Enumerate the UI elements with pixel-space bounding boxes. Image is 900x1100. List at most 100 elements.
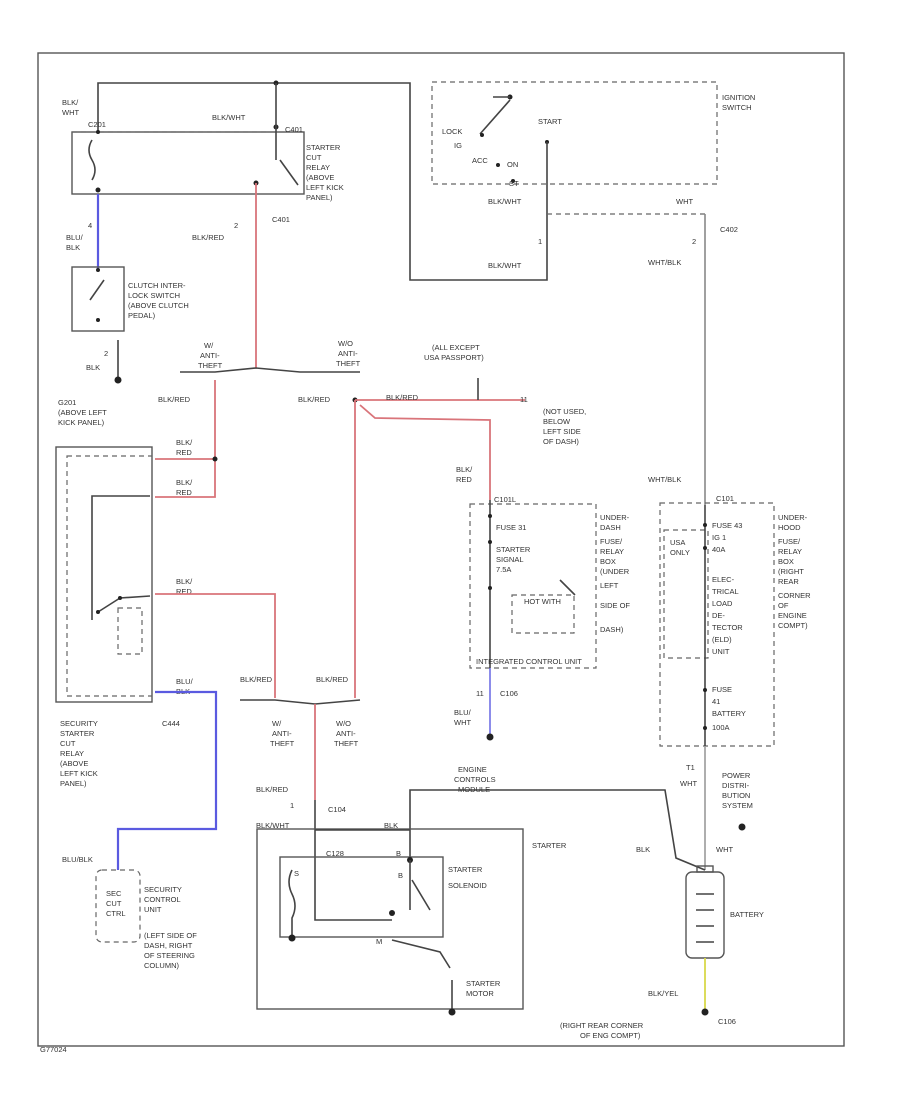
fuse43-3: 40A	[712, 545, 725, 554]
fusebox-6: (UNDER	[600, 567, 630, 576]
elcd-4: DE-	[712, 611, 725, 620]
uhood-7: REAR	[778, 577, 799, 586]
ignition-switch-box	[431, 81, 718, 185]
wire-label-blk-wht-relay: BLK/WHT	[212, 113, 246, 122]
c406-label: C106	[500, 689, 518, 698]
security-control-unit: SEC CUT CTRL SECURITY CONTROL UNIT (LEFT…	[95, 869, 197, 970]
under-hood-box	[659, 502, 775, 747]
sec-unit-5: DASH, RIGHT	[144, 941, 193, 950]
power-dist-3: BUTION	[722, 791, 750, 800]
ignition-switch-label-1: IGNITION	[722, 93, 755, 102]
clutch-label-4: PEDAL)	[128, 311, 156, 320]
starter-assembly: STARTER STARTER SOLENOID STARTER MOTOR C…	[256, 821, 567, 1016]
blk-wht-relay-left-1: BLK/	[62, 98, 79, 107]
blu-wht-b: WHT	[454, 718, 471, 727]
wire-label-blk-wht-ign-2: BLK/WHT	[488, 261, 522, 270]
starter-outer-box	[256, 828, 524, 1010]
blk-red-wo: BLK/RED	[298, 395, 331, 404]
wo-anti-theft-top-3: THEFT	[336, 359, 361, 368]
security-unit-box	[95, 869, 141, 943]
fusebox-9: DASH)	[600, 625, 624, 634]
security-relay-outer	[55, 446, 153, 703]
wire-junction-bus	[180, 367, 360, 373]
sec-relay-label-2: STARTER	[60, 729, 95, 738]
uhood-6: (RIGHT	[778, 567, 804, 576]
wire-blu-blk-security	[116, 690, 218, 870]
wire-red-w-anti-theft	[155, 380, 216, 498]
wht-blk-right-1: WHT/BLK	[648, 258, 681, 267]
engine-controls-2: CONTROLS	[454, 775, 496, 784]
w-anti-theft-low-2: ANTI-	[272, 729, 292, 738]
clutch-label-1: CLUTCH INTER-	[128, 281, 186, 290]
pin-11-not-used: 11	[520, 395, 528, 404]
c105-label: C106	[718, 1017, 736, 1026]
sec-unit-6: OF STEERING	[144, 951, 195, 960]
battery: BATTERY	[685, 865, 764, 959]
under-dash-box	[469, 503, 597, 669]
sec-unit-4: (LEFT SIDE OF	[144, 931, 197, 940]
wire-label-wht-c402: WHT	[676, 197, 693, 206]
relay-label-2: CUT	[306, 153, 322, 162]
relay-label-6: PANEL)	[306, 193, 333, 202]
wire-lower-bus	[240, 699, 361, 705]
wo-anti-theft-top-2: ANTI-	[338, 349, 358, 358]
blk-red-not-used: BLK/RED	[386, 393, 419, 402]
fuse31-1: FUSE 31	[496, 523, 526, 532]
g201-label-3: KICK PANEL)	[58, 418, 105, 427]
relay-label-3: RELAY	[306, 163, 330, 172]
blk-battery: BLK	[636, 845, 650, 854]
wire-red-fuse31	[359, 404, 491, 500]
blk-red-sec-2b: RED	[176, 488, 192, 497]
ignition-switch-label-2: SWITCH	[722, 103, 752, 112]
fuse31-4: 7.5A	[496, 565, 511, 574]
power-dist-2: DISTRI-	[722, 781, 750, 790]
connector-c401-top: C401	[285, 125, 303, 134]
integrated-unit: INTEGRATED CONTROL UNIT	[476, 657, 582, 666]
fusebox-8: SIDE OF	[600, 601, 630, 610]
all-except-2: USA PASSPORT)	[424, 353, 484, 362]
elcd-1: ELEC-	[712, 575, 735, 584]
relay-label-1: STARTER	[306, 143, 341, 152]
battery-label: BATTERY	[730, 910, 764, 919]
acc-label: ACC	[472, 156, 488, 165]
uhood-9: OF	[778, 601, 789, 610]
blk-red-fuse-1: BLK/	[456, 465, 473, 474]
ground-battery	[701, 1008, 709, 1016]
fuse41-4: 100A	[712, 723, 730, 732]
blk-red-lower-wo: BLK/RED	[316, 675, 349, 684]
sec-cut-ctrl-3: CTRL	[106, 909, 126, 918]
not-used-2: BELOW	[543, 417, 571, 426]
w-anti-theft-top-1: W/	[204, 341, 214, 350]
sec-cut-ctrl-1: SEC	[106, 889, 122, 898]
uhood-2: HOOD	[778, 523, 801, 532]
blk-red-sec-1b: RED	[176, 448, 192, 457]
wire-red-sec-lower	[155, 593, 276, 698]
uhood-3: FUSE/	[778, 537, 801, 546]
sec-relay-label-7: PANEL)	[60, 779, 87, 788]
wht-label-low: WHT	[680, 779, 697, 788]
solenoid-2: SOLENOID	[448, 881, 487, 890]
sec-unit-2: CONTROL	[144, 895, 181, 904]
blk-red-sec-2a: BLK/	[176, 478, 193, 487]
wire-engine-controls	[409, 789, 706, 871]
wht-label-battery: WHT	[716, 845, 733, 854]
elcd-6: (ELD)	[712, 635, 732, 644]
clutch-label-2: LOCK SWITCH	[128, 291, 180, 300]
security-relay-inner	[66, 455, 153, 697]
wo-anti-theft-low-1: W/O	[336, 719, 351, 728]
ground-fuse31	[486, 733, 494, 741]
pin-11-fuse31: 11	[476, 689, 484, 698]
diagram-frame	[37, 52, 845, 1047]
fusebox-5: BOX	[600, 557, 616, 566]
sec-relay-label-4: RELAY	[60, 749, 84, 758]
c444-label: C444	[162, 719, 180, 728]
pin-2-clutch: 2	[104, 349, 108, 358]
blk-red-c104: BLK/RED	[256, 785, 289, 794]
all-except-1: (ALL EXCEPT	[432, 343, 480, 352]
clutch-switch-box	[71, 266, 125, 332]
fuse31-3: SIGNAL	[496, 555, 524, 564]
pin-b: B	[396, 849, 401, 858]
w-anti-theft-low-3: THEFT	[270, 739, 295, 748]
uhood-4: RELAY	[778, 547, 802, 556]
